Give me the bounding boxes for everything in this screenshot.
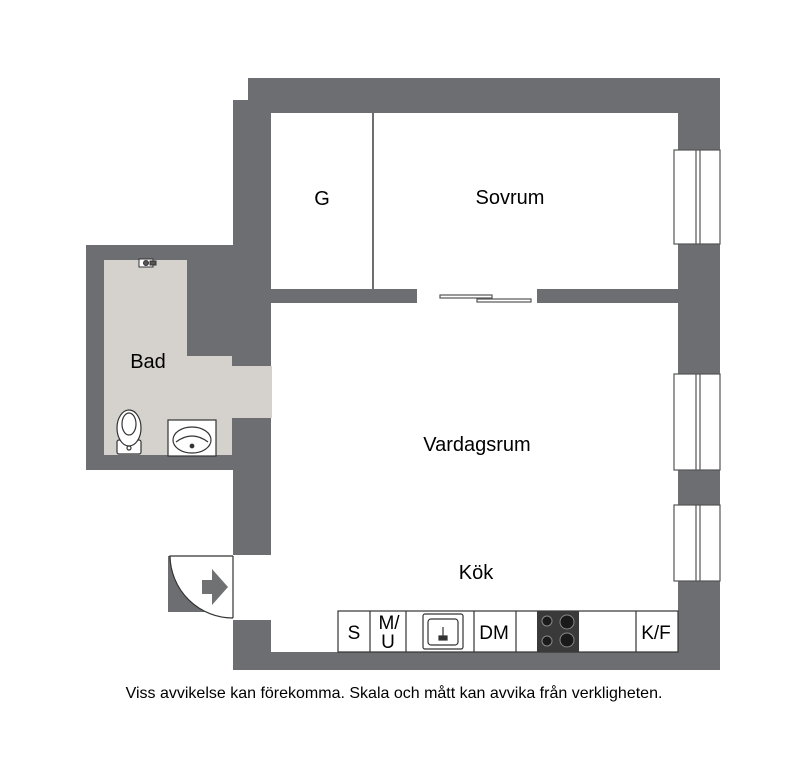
disclaimer-text: Viss avvikelse kan förekomma. Skala och … (126, 684, 663, 702)
window-living-2 (673, 504, 721, 582)
kitchen-label-mu-top: M/ (378, 613, 400, 634)
bedroom-floor (373, 113, 678, 289)
entrance-door (169, 555, 235, 620)
window-living-1 (673, 373, 721, 471)
room-label-vardagsrum: Vardagsrum (423, 434, 530, 456)
window-bedroom (673, 149, 721, 245)
windows (673, 149, 721, 582)
living-room-floor (233, 303, 678, 652)
bathroom-floor (104, 260, 270, 455)
toilet-icon (116, 409, 142, 455)
room-label-bad: Bad (130, 351, 166, 373)
bathroom-passage (232, 366, 272, 418)
shower-head-icon (138, 258, 157, 268)
room-label-kok: Kök (459, 562, 494, 584)
sliding-door (439, 294, 532, 303)
kitchen-sink-icon (422, 613, 464, 650)
kitchen-label-mu-bottom: U (381, 632, 395, 653)
closet-floor (271, 113, 373, 289)
stove-icon (537, 611, 579, 652)
bathroom-sink-icon (167, 419, 217, 457)
entrance-arrow-icon (202, 569, 228, 605)
kitchen-label-dm: DM (479, 623, 509, 644)
room-label-g: G (314, 188, 330, 210)
faucet-icon (438, 627, 448, 641)
kitchen-counter (337, 610, 679, 653)
room-label-sovrum: Sovrum (476, 187, 545, 209)
kitchen-label-s: S (348, 623, 361, 644)
kitchen-label-kf: K/F (641, 623, 671, 644)
